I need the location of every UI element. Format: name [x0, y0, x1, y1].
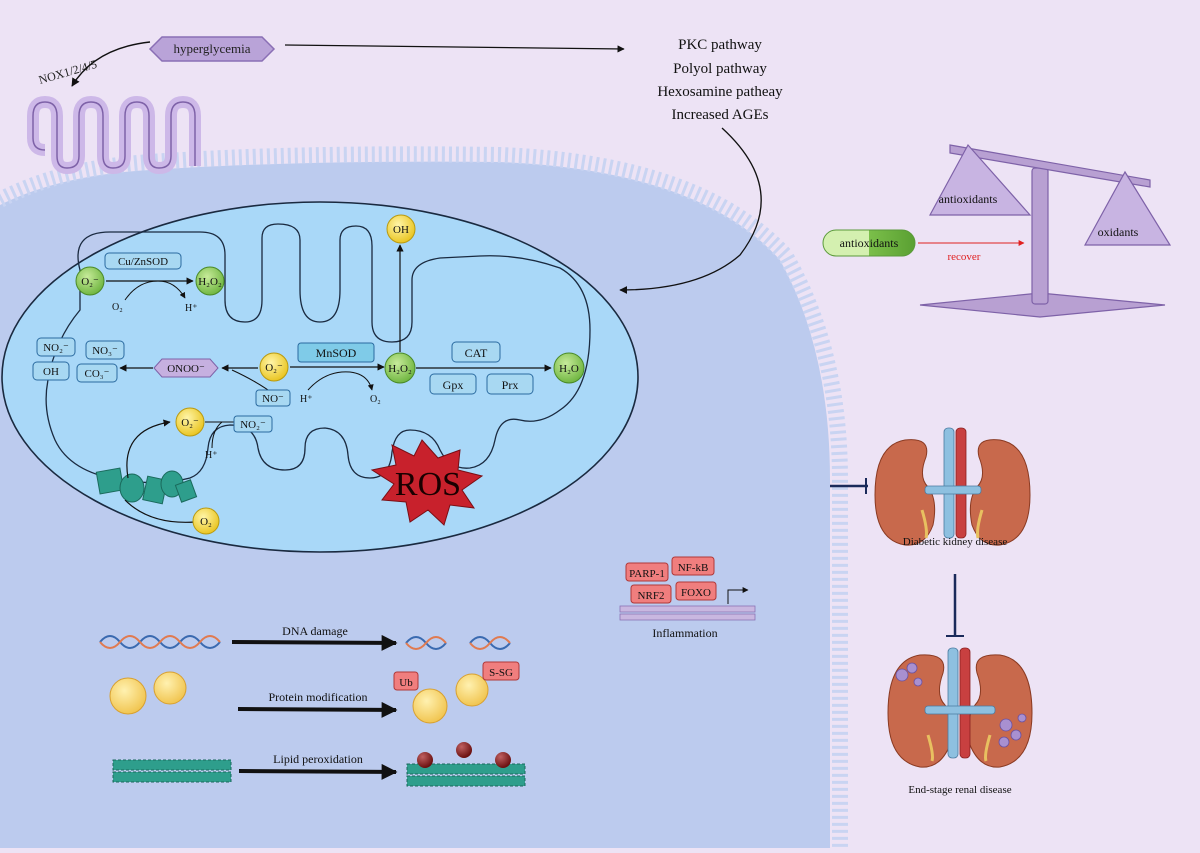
- enzyme-gpx: [429, 373, 477, 395]
- factor-nfkb: NF-kB: [678, 562, 709, 574]
- esrd-label: End-stage renal disease: [908, 784, 1011, 796]
- enzyme-prx: [486, 373, 534, 395]
- oxygen-label: O₂: [200, 516, 212, 528]
- hyperglycemia-label: hyperglycemia: [173, 41, 250, 56]
- hplus-label-2: H⁺: [300, 394, 313, 405]
- nitrite-box: [233, 415, 273, 433]
- ubiquitin-label: Ub: [399, 677, 413, 689]
- enzyme-mnsod-label: MnSOD: [316, 346, 357, 360]
- superoxide-node-1-label: O₂⁻: [81, 276, 99, 288]
- oxygen-node: [192, 507, 220, 535]
- water-label: H₂O: [559, 363, 579, 375]
- recover-label: recover: [948, 251, 981, 263]
- enzyme-cuznsod-label: Cu/ZnSOD: [118, 256, 168, 268]
- electron-transport-chain: [95, 467, 198, 505]
- mito-cristae: [45, 223, 591, 484]
- pathways-to-mito-arrow: [619, 127, 762, 294]
- hplus-label-1: H⁺: [185, 303, 198, 314]
- scale-right-label: oxidants: [1098, 225, 1139, 239]
- ros-burst: [370, 439, 484, 526]
- pathway-ages: Increased AGEs: [671, 107, 768, 123]
- o2-label-1: O₂: [112, 302, 123, 313]
- protein-row: Protein modification Ub S-SG: [109, 661, 520, 724]
- hydroxyl-node: [386, 214, 416, 244]
- factor-parp1: PARP-1: [629, 568, 665, 580]
- nitrite-label: NO₂⁻: [240, 419, 266, 431]
- kidney-esrd: [887, 647, 1033, 768]
- hplus-label-3: H⁺: [205, 450, 218, 461]
- scale-left-label: antioxidants: [939, 192, 998, 206]
- side-arrow-1: [124, 280, 186, 301]
- dna-row: DNA damage: [99, 624, 511, 651]
- pathway-polyol: Polyol pathway: [673, 61, 767, 77]
- pathway-hexosamine: Hexosamine patheay: [657, 84, 783, 100]
- h2o2-node-2: [384, 352, 416, 384]
- factor-foxo: FOXO: [681, 587, 711, 599]
- hplus-join-line: [211, 421, 223, 449]
- no2-label: NO₂⁻: [43, 342, 69, 354]
- superoxide-node-1: [75, 266, 105, 296]
- enzyme-gpx-label: Gpx: [443, 378, 464, 392]
- ros-label: ROS: [395, 466, 461, 503]
- co3-label: CO₃⁻: [85, 368, 110, 380]
- hyperglycemia-to-nox-arrow: [71, 41, 151, 87]
- oh-minus-label: OH: [43, 366, 59, 378]
- inflammation-label: Inflammation: [652, 626, 717, 640]
- no3-label: NO₃⁻: [92, 345, 118, 357]
- no-label: NO⁻: [262, 393, 284, 405]
- etc-leak-arrow: [126, 419, 171, 479]
- o2-label-2: O₂: [370, 394, 381, 405]
- pathway-pkc: PKC pathway: [678, 37, 762, 53]
- mitochondrion: Cu/ZnSOD O₂⁻ H₂O₂ O₂ H⁺ NO₂⁻ NO₃⁻ OH CO₃…: [1, 201, 639, 553]
- hyperglycemia-to-pathways-arrow: [284, 44, 625, 53]
- enzyme-cat: [451, 341, 501, 363]
- enzyme-cuznsod: [104, 252, 182, 270]
- superoxide-node-2: [259, 352, 289, 382]
- lipid-row: Lipid peroxidation: [112, 742, 526, 787]
- superoxide-node-2-label: O₂⁻: [265, 362, 283, 374]
- glutathionylation-label: S-SG: [489, 667, 513, 679]
- peroxynitrite-node: [153, 358, 219, 378]
- nox-label: NOX1/2/4/5: [37, 57, 99, 87]
- dna-damage-label: DNA damage: [282, 624, 348, 638]
- hyperglycemia-node: hyperglycemia: [71, 36, 625, 87]
- antioxidant-pill: [822, 229, 916, 257]
- protein-modification-label: Protein modification: [269, 690, 368, 704]
- lipid-peroxidation-label: Lipid peroxidation: [273, 752, 363, 766]
- hydroxyl-label: OH: [393, 224, 409, 236]
- superoxide-node-3-label: O₂⁻: [181, 417, 199, 429]
- h2o2-node-2-label: H₂O₂: [388, 363, 412, 375]
- dkd-label: Diabetic kidney disease: [903, 536, 1008, 548]
- transcription-factors: PARP-1 NF-kB NRF2 FOXO: [619, 556, 756, 621]
- water-node: [553, 352, 585, 384]
- mnsod-side-arrow: [307, 371, 374, 391]
- no-box: [255, 389, 291, 407]
- factor-nrf2: NRF2: [638, 590, 665, 602]
- enzyme-prx-label: Prx: [502, 378, 519, 392]
- kidney-dkd: [874, 427, 1031, 546]
- antioxidant-pill-label: antioxidants: [840, 236, 899, 250]
- nox-receptor: NOX1/2/4/5: [27, 57, 201, 175]
- h2o2-node-1: [195, 266, 225, 296]
- enzyme-mnsod: [297, 342, 375, 363]
- h2o2-node-1-label: H₂O₂: [198, 276, 222, 288]
- balance-scale: [919, 143, 1172, 318]
- etc-o2-line: [124, 499, 196, 523]
- enzyme-cat-label: CAT: [465, 346, 488, 360]
- superoxide-node-3: [175, 407, 205, 437]
- peroxynitrite-label: ONOO⁻: [167, 363, 205, 375]
- nitrogen-species: NO₂⁻ NO₃⁻ OH CO₃⁻: [32, 337, 125, 383]
- pathway-list: PKC pathway Polyol pathway Hexosamine pa…: [657, 37, 783, 123]
